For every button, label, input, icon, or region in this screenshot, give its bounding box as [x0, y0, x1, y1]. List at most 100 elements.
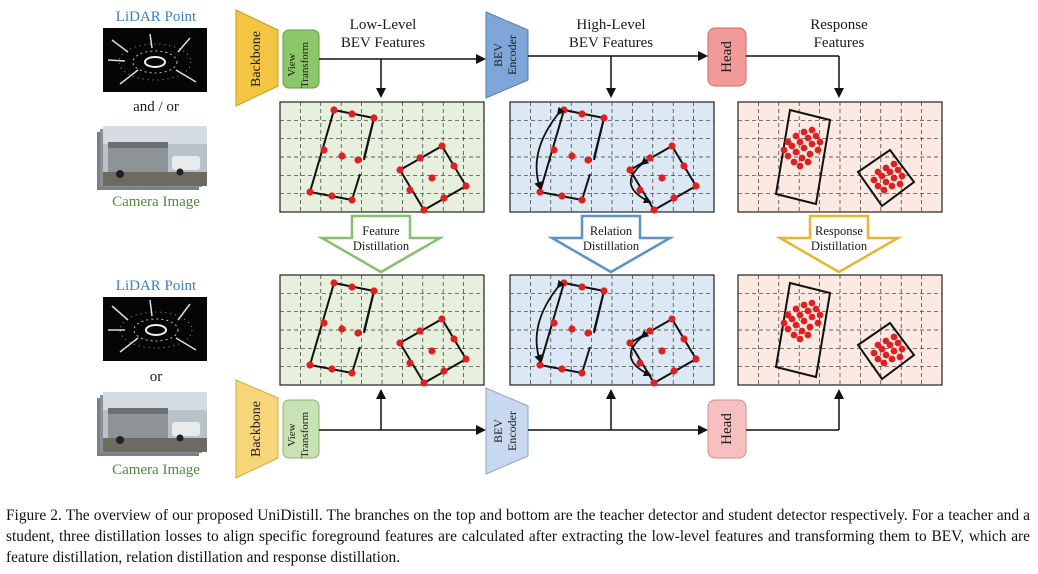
response-heat-point [812, 305, 820, 313]
response-heat-point [780, 146, 788, 154]
response-heat-point [878, 172, 886, 180]
foreground-point [338, 152, 346, 160]
foreground-point [692, 355, 700, 363]
foreground-point [306, 188, 314, 196]
foreground-point [396, 339, 404, 347]
foreground-point [370, 287, 378, 295]
foreground-point [450, 162, 458, 170]
response-heat-point [784, 152, 792, 160]
response-heat-point [878, 345, 886, 353]
foreground-point [670, 367, 678, 375]
response-heat-point [816, 138, 824, 146]
top-flow-arrows [319, 51, 844, 98]
view-transform-label-top: View Transform [286, 35, 316, 95]
camera-thumbnail-bottom [97, 392, 207, 456]
lidar-point-label-bottom: LiDAR Point [115, 278, 197, 294]
response-heat-point [790, 158, 798, 166]
response-heat-point [890, 347, 898, 355]
response-features-title-line2: Features [813, 35, 865, 51]
bev-encoder-block-bottom [485, 387, 529, 475]
foreground-point [462, 182, 470, 190]
foreground-point [536, 188, 544, 196]
camera-image-label-bottom: Camera Image [112, 462, 200, 478]
response-heat-point [812, 132, 820, 140]
response-heat-point [882, 351, 890, 359]
head-block-bottom [707, 399, 747, 459]
bev-encoder-text-line2: Encoder [505, 35, 519, 75]
foreground-point [558, 192, 566, 200]
response-heat-point [806, 150, 814, 158]
response-heat-point [788, 315, 796, 323]
response-heat-point [880, 359, 888, 367]
foreground-point [670, 194, 678, 202]
foreground-point [536, 361, 544, 369]
response-distillation-label-line2: Distillation [810, 239, 868, 253]
foreground-point [584, 329, 592, 337]
response-heat-point [808, 313, 816, 321]
figure-drawing [97, 9, 943, 479]
foreground-point [568, 152, 576, 160]
high-level-features-title-line2: BEV Features [568, 35, 654, 51]
response-box-2 [856, 321, 916, 381]
response-heat-point [796, 311, 804, 319]
head-label-bottom: Head [719, 413, 735, 445]
foreground-point [560, 106, 568, 114]
foreground-point [428, 347, 436, 355]
feature-distillation-label-line1: Feature [362, 224, 400, 238]
response-heat-point [796, 335, 804, 343]
response-heat-point [898, 172, 906, 180]
foreground-point [600, 287, 608, 295]
backbone-label-bottom: Backbone [249, 401, 264, 457]
backbone-label-top: Backbone [249, 31, 264, 87]
foreground-point [680, 335, 688, 343]
feature-distillation-arrow [317, 214, 445, 274]
foreground-point [550, 319, 558, 327]
response-heat-point [808, 140, 816, 148]
response-heat-point [800, 301, 808, 309]
foreground-point [420, 206, 428, 214]
feature-distillation-label-line2: Distillation [352, 239, 410, 253]
response-heat-point [886, 168, 894, 176]
foreground-point [428, 174, 436, 182]
foreground-point [550, 146, 558, 154]
response-heat-point [880, 186, 888, 194]
foreground-point [658, 174, 666, 182]
response-box-1 [774, 281, 832, 379]
foreground-point [438, 315, 446, 323]
relation-distillation-label-line2: Distillation [582, 239, 640, 253]
response-heat-point [792, 132, 800, 140]
foreground-point [406, 359, 414, 367]
low-level-features-title-line1: Low-Level [349, 17, 417, 33]
view-transform-text-line2: Transform [299, 411, 311, 459]
foreground-point [668, 142, 676, 150]
low-level-features-title-line2: BEV Features [340, 35, 426, 51]
bev-encoder-text-line1: BEV [491, 43, 505, 67]
foreground-point [578, 110, 586, 118]
response-heat-point [896, 180, 904, 188]
response-box-1 [774, 108, 832, 206]
response-heat-point [886, 341, 894, 349]
response-heat-point [870, 349, 878, 357]
backbone-block-top [235, 9, 279, 107]
foreground-point [558, 365, 566, 373]
foreground-point [600, 114, 608, 122]
head-label-top: Head [719, 41, 735, 73]
response-heat-point [806, 323, 814, 331]
bev-encoder-label-bottom: BEV Encoder [491, 401, 521, 461]
foreground-point [328, 192, 336, 200]
foreground-point [320, 146, 328, 154]
response-heat-point [798, 154, 806, 162]
foreground-point [328, 365, 336, 373]
response-heat-point [894, 166, 902, 174]
foreground-point [330, 279, 338, 287]
response-heat-point [888, 182, 896, 190]
response-heat-point [792, 148, 800, 156]
foreground-point [646, 154, 654, 162]
foreground-point [636, 359, 644, 367]
lidar-thumbnail-bottom [103, 297, 207, 361]
resp-bev-feature-map-student [737, 274, 943, 386]
and-or-label: and / or [133, 99, 179, 115]
low-bev-feature-map-student [279, 274, 485, 387]
response-heat-point [814, 146, 822, 154]
foreground-point [646, 327, 654, 335]
